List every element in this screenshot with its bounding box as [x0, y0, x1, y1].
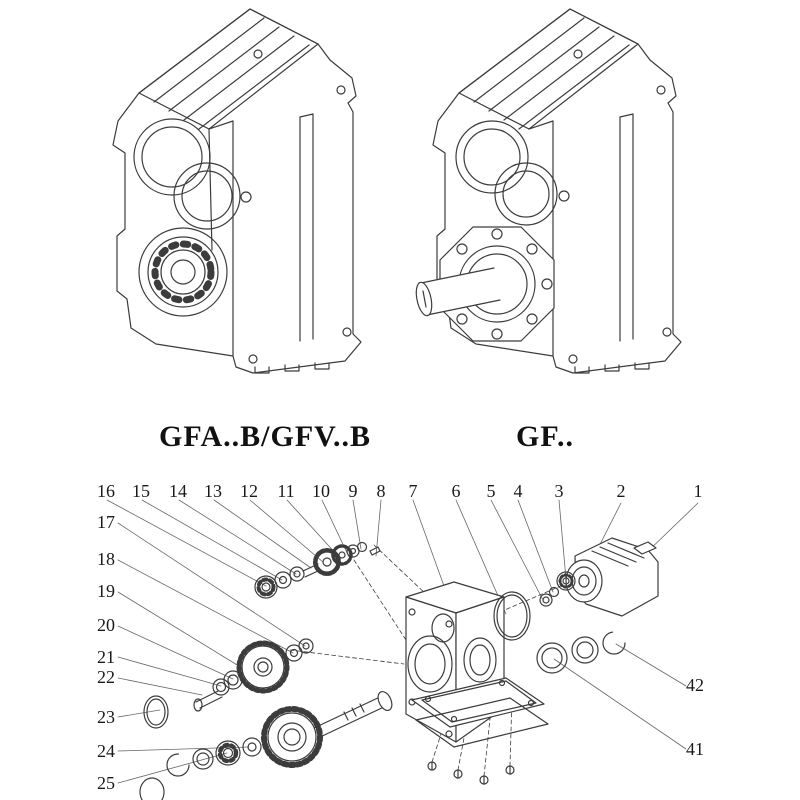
assembly-axis-lines [289, 544, 564, 777]
callout-leader-lines [106, 499, 699, 784]
intermediate-gear-assembly [143, 638, 314, 729]
base-feet [574, 362, 650, 374]
motor-unit [565, 537, 659, 617]
model-label-gfab: GFA..B/GFV..B [159, 420, 371, 453]
gearbox-gf-drawing [415, 8, 682, 374]
output-shaft [415, 267, 501, 317]
cover-screws [427, 761, 515, 785]
callout-9: 9 [348, 481, 358, 501]
callout-24: 24 [97, 741, 115, 761]
intermediate-bore [173, 162, 241, 230]
callout-22: 22 [97, 667, 115, 687]
callout-11: 11 [277, 481, 295, 501]
callout-17: 17 [97, 512, 115, 532]
input-shaft-assembly [254, 541, 381, 599]
callout-2: 2 [616, 481, 626, 501]
callout-12: 12 [240, 481, 258, 501]
callout-3: 3 [554, 481, 564, 501]
input-bore [455, 120, 529, 194]
callout-21: 21 [97, 647, 115, 667]
callout-14: 14 [169, 481, 187, 501]
callout-10: 10 [312, 481, 330, 501]
input-small-parts [493, 571, 576, 641]
callout-16: 16 [97, 481, 115, 501]
model-label-gf: GF.. [516, 420, 574, 453]
exploded-view-drawing [106, 499, 699, 800]
input-bore [133, 118, 211, 196]
base-feet [254, 362, 330, 374]
ribbed-top-face [138, 8, 319, 130]
callout-18: 18 [97, 549, 115, 569]
callout-19: 19 [97, 581, 115, 601]
callout-5: 5 [486, 481, 496, 501]
retaining-rings [536, 631, 626, 674]
callout-15: 15 [132, 481, 150, 501]
callout-42: 42 [686, 675, 704, 695]
callout-25: 25 [97, 773, 115, 793]
callout-8: 8 [376, 481, 386, 501]
intermediate-bore [494, 162, 558, 226]
output-gear-assembly [139, 690, 393, 800]
callout-23: 23 [97, 707, 115, 727]
gearbox-gfab-drawing [112, 8, 362, 374]
cover-plate-assembly [411, 677, 549, 785]
callout-20: 20 [97, 615, 115, 635]
output-bearing [138, 227, 228, 317]
callout-41: 41 [686, 739, 704, 759]
cooling-ribs [473, 17, 630, 130]
callout-4: 4 [513, 481, 523, 501]
callout-13: 13 [204, 481, 222, 501]
callout-6: 6 [451, 481, 461, 501]
callout-1: 1 [693, 481, 703, 501]
cooling-ribs [153, 17, 310, 130]
callout-7: 7 [408, 481, 418, 501]
ribbed-top-face [458, 8, 639, 130]
